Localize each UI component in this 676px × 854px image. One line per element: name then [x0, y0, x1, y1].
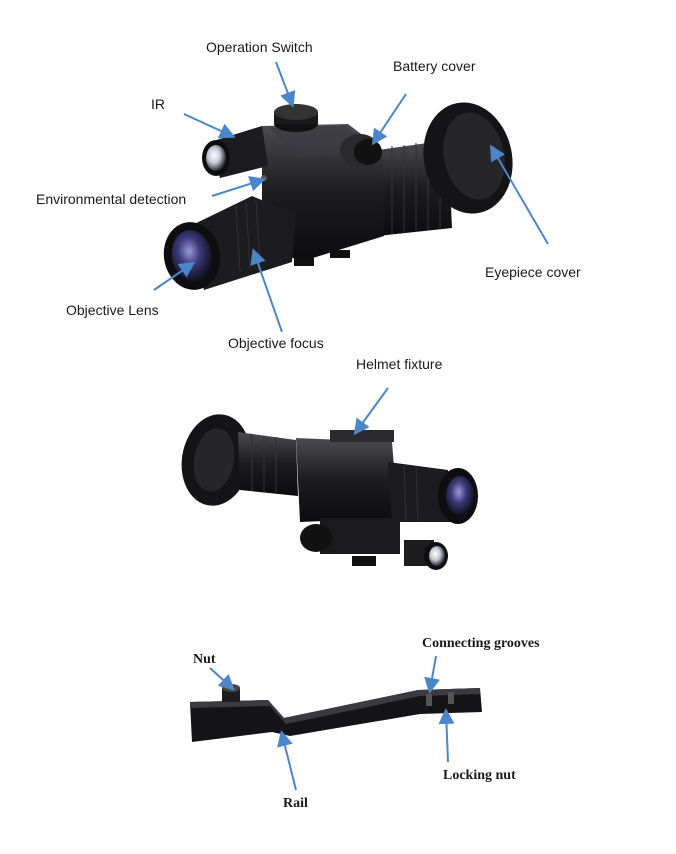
label-objective-focus: Objective focus [228, 335, 324, 351]
callout-arrows [153, 61, 549, 791]
label-rail: Rail [283, 796, 308, 811]
label-nut: Nut [193, 652, 216, 667]
label-ir: IR [151, 96, 165, 112]
label-helmet-fixture: Helmet fixture [356, 356, 443, 372]
label-connecting-grooves: Connecting grooves [422, 636, 540, 651]
rail-part [190, 684, 482, 742]
label-eyepiece-cover: Eyepiece cover [485, 264, 581, 280]
label-operation-switch: Operation Switch [206, 39, 313, 55]
label-battery-cover: Battery cover [393, 58, 476, 74]
label-objective-lens: Objective Lens [66, 302, 159, 318]
label-locking-nut: Locking nut [443, 768, 516, 783]
middle-device [181, 414, 478, 570]
top-device [163, 102, 513, 290]
label-environmental-detection: Environmental detection [36, 191, 187, 207]
